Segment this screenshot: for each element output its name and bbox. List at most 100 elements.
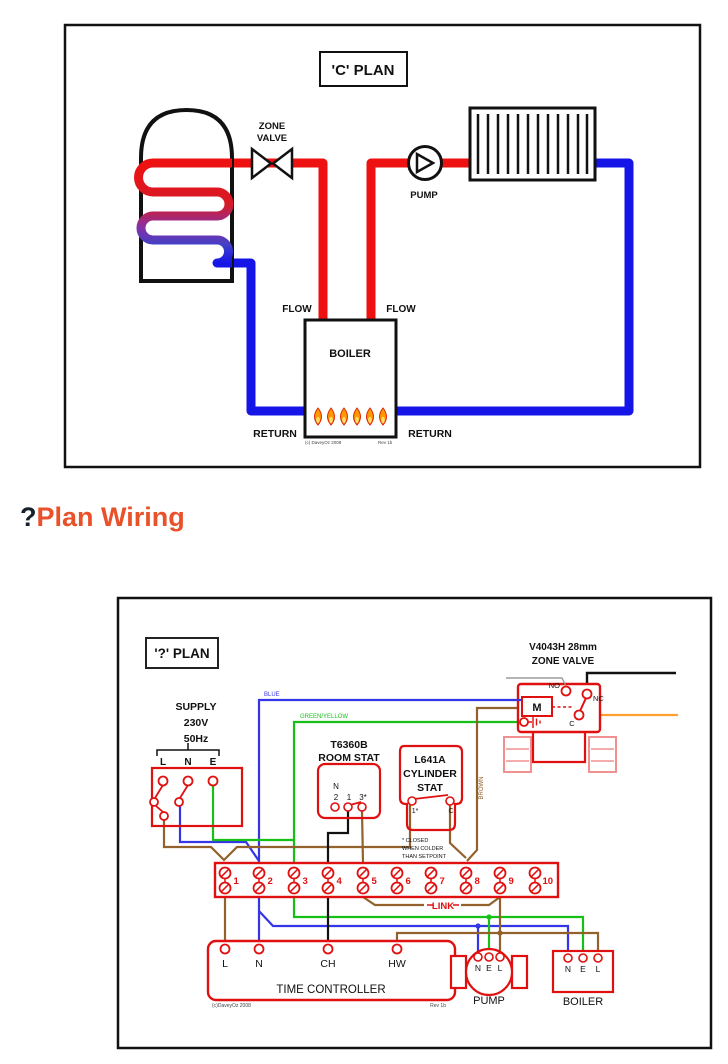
svg-text:3: 3 <box>303 876 308 887</box>
pump-label: PUMP <box>410 190 438 201</box>
terminal-10: 10 <box>528 866 553 895</box>
link-label: LINK <box>432 901 454 912</box>
plan-wiring-link[interactable]: Plan Wiring <box>36 502 185 532</box>
blue-wire-pump-boiler <box>258 910 570 954</box>
brown-wire-room-stat <box>360 810 365 864</box>
room-stat-name: ROOM STAT <box>318 752 380 764</box>
cylinder-stat-name2: STAT <box>417 782 443 794</box>
return-pipe-left <box>232 258 305 416</box>
revision-text: Rev 1b <box>378 440 393 445</box>
green-wire-supply <box>211 785 294 842</box>
return-pipe-right <box>396 158 634 416</box>
earth-icon <box>528 716 541 728</box>
flow-label-right: FLOW <box>386 304 416 315</box>
wiring-revision-text: Rev 1b <box>430 1003 446 1009</box>
timer-terminal-n: N <box>255 958 263 970</box>
room-stat-box <box>316 762 382 820</box>
wiring-boiler-label: BOILER <box>563 996 603 1008</box>
green-junction-dot <box>486 914 492 920</box>
brown-junction-dot <box>497 930 503 936</box>
boiler-terminal-e: E <box>580 964 586 974</box>
green-wire-valve <box>292 720 520 863</box>
terminal-7: 7 <box>424 866 445 895</box>
pump-icon <box>407 145 443 181</box>
c-plan-title: 'C' PLAN <box>332 62 395 79</box>
cylinder-stat-note2: WHEN COLDER <box>402 846 443 852</box>
blue-wire-supply <box>178 806 260 862</box>
valve-wheel-right <box>588 736 617 773</box>
wiring-credit-text: (c)DaveyOz 2008 <box>212 1003 251 1009</box>
cylinder-stat-terminal-1: 1* <box>412 808 419 815</box>
section-heading: ?Plan Wiring <box>20 502 185 532</box>
green-yellow-wire-label: GREEN/YELLOW <box>300 714 348 720</box>
valve-nc-label: NC <box>593 694 604 703</box>
cylinder-stat-contacts <box>407 794 455 806</box>
time-controller-terminals <box>219 943 403 955</box>
terminal-8: 8 <box>459 866 480 895</box>
return-label-right: RETURN <box>408 428 452 440</box>
svg-text:1: 1 <box>234 876 240 887</box>
terminal-2: 2 <box>252 866 273 895</box>
blue-junction-dot <box>475 923 481 929</box>
supply-bracket-icon <box>156 743 220 756</box>
blue-wire-label: BLUE <box>264 692 280 698</box>
c-plan-title-box <box>319 51 408 87</box>
zone-valve-assembly <box>503 677 617 773</box>
valve-motor-label: M <box>532 702 541 714</box>
svg-text:4: 4 <box>337 876 343 887</box>
boiler-terminal-n: N <box>565 964 571 974</box>
valve-earth-terminal <box>519 717 529 727</box>
wiring-pump-label: PUMP <box>473 995 505 1007</box>
terminal-1: 1 <box>218 866 240 895</box>
brown-wire-label: BROWN <box>479 777 485 800</box>
radiator-icon <box>468 106 597 182</box>
room-stat-terminal-2: 2 <box>334 793 339 802</box>
cylinder-stat-box <box>398 744 464 832</box>
terminal-9: 9 <box>493 866 514 895</box>
room-stat-neutral: N <box>333 782 339 791</box>
valve-model-label: V4043H 28mm <box>529 642 597 653</box>
timer-terminal-l: L <box>222 958 228 970</box>
wires <box>162 671 678 954</box>
boiler-label: BOILER <box>329 348 371 360</box>
pump-component <box>449 947 529 997</box>
brown-wire-live <box>162 805 412 862</box>
terminal-6: 6 <box>390 866 411 895</box>
return-label-left: RETURN <box>253 428 297 440</box>
room-stat-contacts <box>330 801 367 812</box>
svg-text:2: 2 <box>268 876 273 887</box>
pump-terminal-n: N <box>475 963 481 973</box>
svg-text:6: 6 <box>406 876 411 887</box>
wiring-title-box <box>145 637 219 669</box>
terminal-strip <box>213 861 560 899</box>
brown-wire-valve <box>466 706 522 862</box>
svg-text:8: 8 <box>475 876 480 887</box>
room-stat-terminal-3: 3* <box>359 793 367 802</box>
valve-wheel-left <box>503 736 532 773</box>
cylinder-stat-note: * CLOSED <box>402 838 428 844</box>
cylinder-stat-terminal-c: C <box>448 808 453 815</box>
valve-c-label: C <box>569 719 575 728</box>
supply-label: SUPPLY <box>175 701 216 713</box>
heading-prefix: ? <box>20 502 37 532</box>
supply-terminal-l: L <box>160 757 166 768</box>
supply-frequency: 50Hz <box>184 733 209 745</box>
green-wire-pump-boiler <box>292 897 585 954</box>
flame-icons <box>314 407 387 426</box>
supply-voltage: 230V <box>184 717 209 729</box>
svg-text:9: 9 <box>509 876 514 887</box>
credit-text: (c) DaveyOz 2008 <box>305 440 342 445</box>
supply-terminal-n: N <box>184 757 191 768</box>
flow-label-left: FLOW <box>282 304 312 315</box>
svg-text:5: 5 <box>372 876 378 887</box>
room-stat-terminal-1: 1 <box>347 793 352 802</box>
valve-no-terminal <box>560 685 572 697</box>
black-wire-room-stat <box>326 811 350 863</box>
zone-valve-icon <box>250 146 294 181</box>
valve-nc-terminal <box>581 688 593 700</box>
c-plan-diagram: ZONE VALVE PUMP BOILER FLOW FLOW RETURN … <box>63 23 702 469</box>
blue-wire-valve <box>257 698 522 863</box>
time-controller-label: TIME CONTROLLER <box>276 984 385 996</box>
